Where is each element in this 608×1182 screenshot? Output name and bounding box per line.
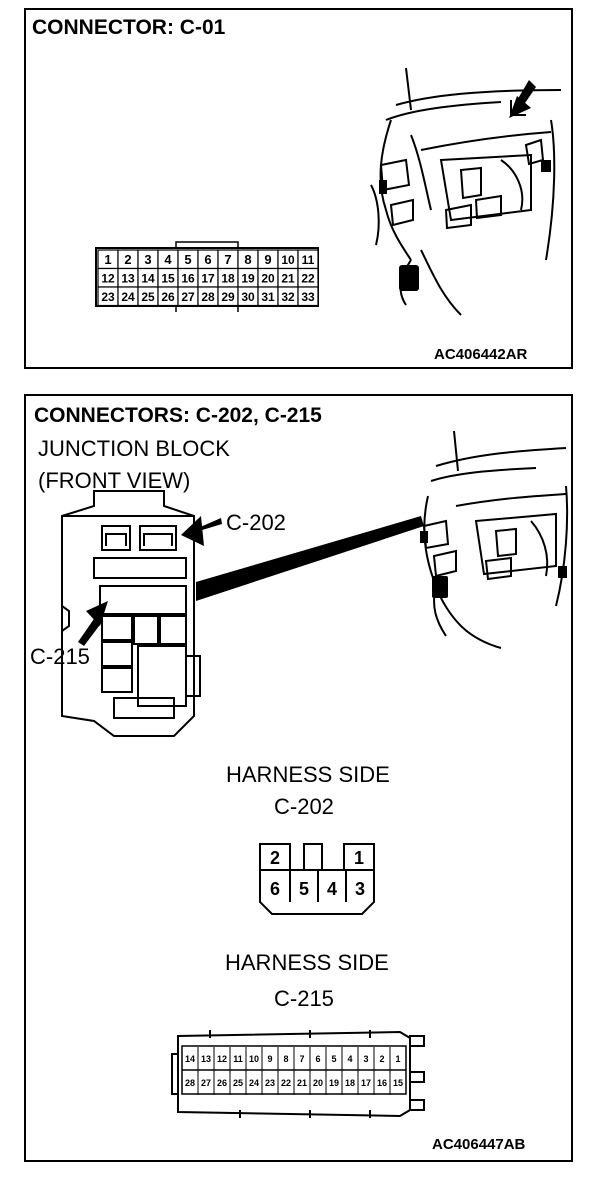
c215-pin-number: 27	[201, 1078, 211, 1088]
c215-pin-number: 5	[331, 1054, 336, 1064]
c01-pin-number: 26	[161, 290, 175, 304]
c215-pin-number: 6	[315, 1054, 320, 1064]
c215-pin-number: 19	[329, 1078, 339, 1088]
c215-pin-number: 23	[265, 1078, 275, 1088]
c01-pin-number: 25	[141, 290, 155, 304]
c01-pin-number: 7	[224, 252, 231, 267]
panel-title: CONNECTORS: C-202, C-215	[34, 404, 322, 427]
c215-pin-number: 8	[283, 1054, 288, 1064]
c01-pin-number: 1	[104, 252, 111, 267]
c202-pin-number: 6	[270, 879, 280, 899]
c215-pin-number: 16	[377, 1078, 387, 1088]
c01-pin-number: 19	[241, 272, 255, 286]
c215-pin-number: 20	[313, 1078, 323, 1088]
c202-c215-location-illustration	[420, 430, 569, 649]
c01-pin-number: 10	[281, 253, 295, 267]
front-view-label: (FRONT VIEW)	[38, 468, 191, 493]
c215-pin-number: 10	[249, 1054, 259, 1064]
c01-pin-number: 20	[261, 272, 275, 286]
c01-pin-number: 17	[201, 272, 215, 286]
c215-pin-number: 1	[395, 1054, 400, 1064]
c01-pin-number: 11	[302, 253, 315, 267]
c202-harness-code-label: C-202	[274, 794, 334, 819]
c01-pin-number: 12	[101, 272, 115, 286]
c202-callout-label: C-202	[226, 510, 286, 535]
c215-pin-number: 12	[217, 1054, 227, 1064]
c202-pin-number: 3	[355, 879, 365, 899]
c01-pin-number: 30	[241, 290, 255, 304]
panel-title: CONNECTOR: C-01	[32, 16, 226, 39]
c01-pin-number: 4	[164, 252, 172, 267]
c01-pin-number: 33	[301, 290, 315, 304]
c01-pin-number: 16	[181, 272, 195, 286]
c215-pin-number: 26	[217, 1078, 227, 1088]
c215-pin-number: 24	[249, 1078, 259, 1088]
c01-pin-number: 9	[264, 252, 271, 267]
c01-pin-number: 21	[281, 272, 295, 286]
c215-pin-number: 3	[363, 1054, 368, 1064]
junction-block-label: JUNCTION BLOCK	[38, 436, 230, 461]
c01-pin-number: 32	[281, 290, 295, 304]
junction-block-illustration	[61, 490, 201, 737]
c01-pin-number: 6	[204, 252, 211, 267]
figure-code: AC406447AB	[432, 1136, 526, 1153]
c01-pin-number: 2	[124, 252, 131, 267]
c01-pin-number: 3	[144, 252, 151, 267]
c01-pin-number: 8	[244, 252, 251, 267]
c215-pin-number: 18	[345, 1078, 355, 1088]
c01-pin-number: 28	[201, 290, 215, 304]
c215-pin-number: 7	[299, 1054, 304, 1064]
c01-pin-number: 15	[161, 272, 175, 286]
c215-pin-number: 9	[267, 1054, 272, 1064]
callout-arrows	[78, 516, 424, 646]
c01-pin-number: 23	[101, 290, 115, 304]
c215-pin-number: 17	[361, 1078, 371, 1088]
figure-code: AC406442AR	[434, 346, 528, 363]
c215-harness-code-label: C-215	[274, 986, 334, 1011]
c01-pin-number: 29	[221, 290, 235, 304]
c215-pin-number: 25	[233, 1078, 243, 1088]
c01-pin-number: 31	[261, 290, 275, 304]
c01-pin-number: 14	[141, 272, 155, 286]
c215-pin-number: 13	[201, 1054, 211, 1064]
c215-pin-number: 28	[185, 1078, 195, 1088]
c202-pin-number: 2	[270, 848, 280, 868]
c215-pin-number: 14	[185, 1054, 195, 1064]
c202-pin-number: 1	[354, 848, 364, 868]
c01-pin-number: 22	[301, 272, 315, 286]
c202-harness-side-label: HARNESS SIDE	[226, 762, 390, 787]
c202-pin-number: 4	[327, 879, 337, 899]
c01-pin-number: 18	[221, 272, 235, 286]
c215-callout-label: C-215	[30, 644, 90, 669]
c215-pin-number: 4	[347, 1054, 352, 1064]
c01-pin-number: 27	[181, 290, 195, 304]
c01-pin-cell	[297, 286, 319, 307]
c215-pin-number: 2	[379, 1054, 384, 1064]
c215-pin-number: 21	[297, 1078, 307, 1088]
c215-pin-number: 15	[393, 1078, 403, 1088]
c215-pin-number: 22	[281, 1078, 291, 1088]
c01-pin-number: 5	[184, 252, 191, 267]
connectors-c202-c215-panel: CONNECTORS: C-202, C-215 JUNCTION BLOCK …	[24, 394, 573, 1162]
c215-pin-number: 11	[233, 1054, 243, 1064]
c01-pin-number: 24	[121, 290, 135, 304]
c202-pin-number: 5	[299, 879, 309, 899]
c215-harness-side-label: HARNESS SIDE	[225, 950, 389, 975]
c01-pin-number: 13	[121, 272, 135, 286]
c01-location-illustration	[370, 67, 562, 316]
